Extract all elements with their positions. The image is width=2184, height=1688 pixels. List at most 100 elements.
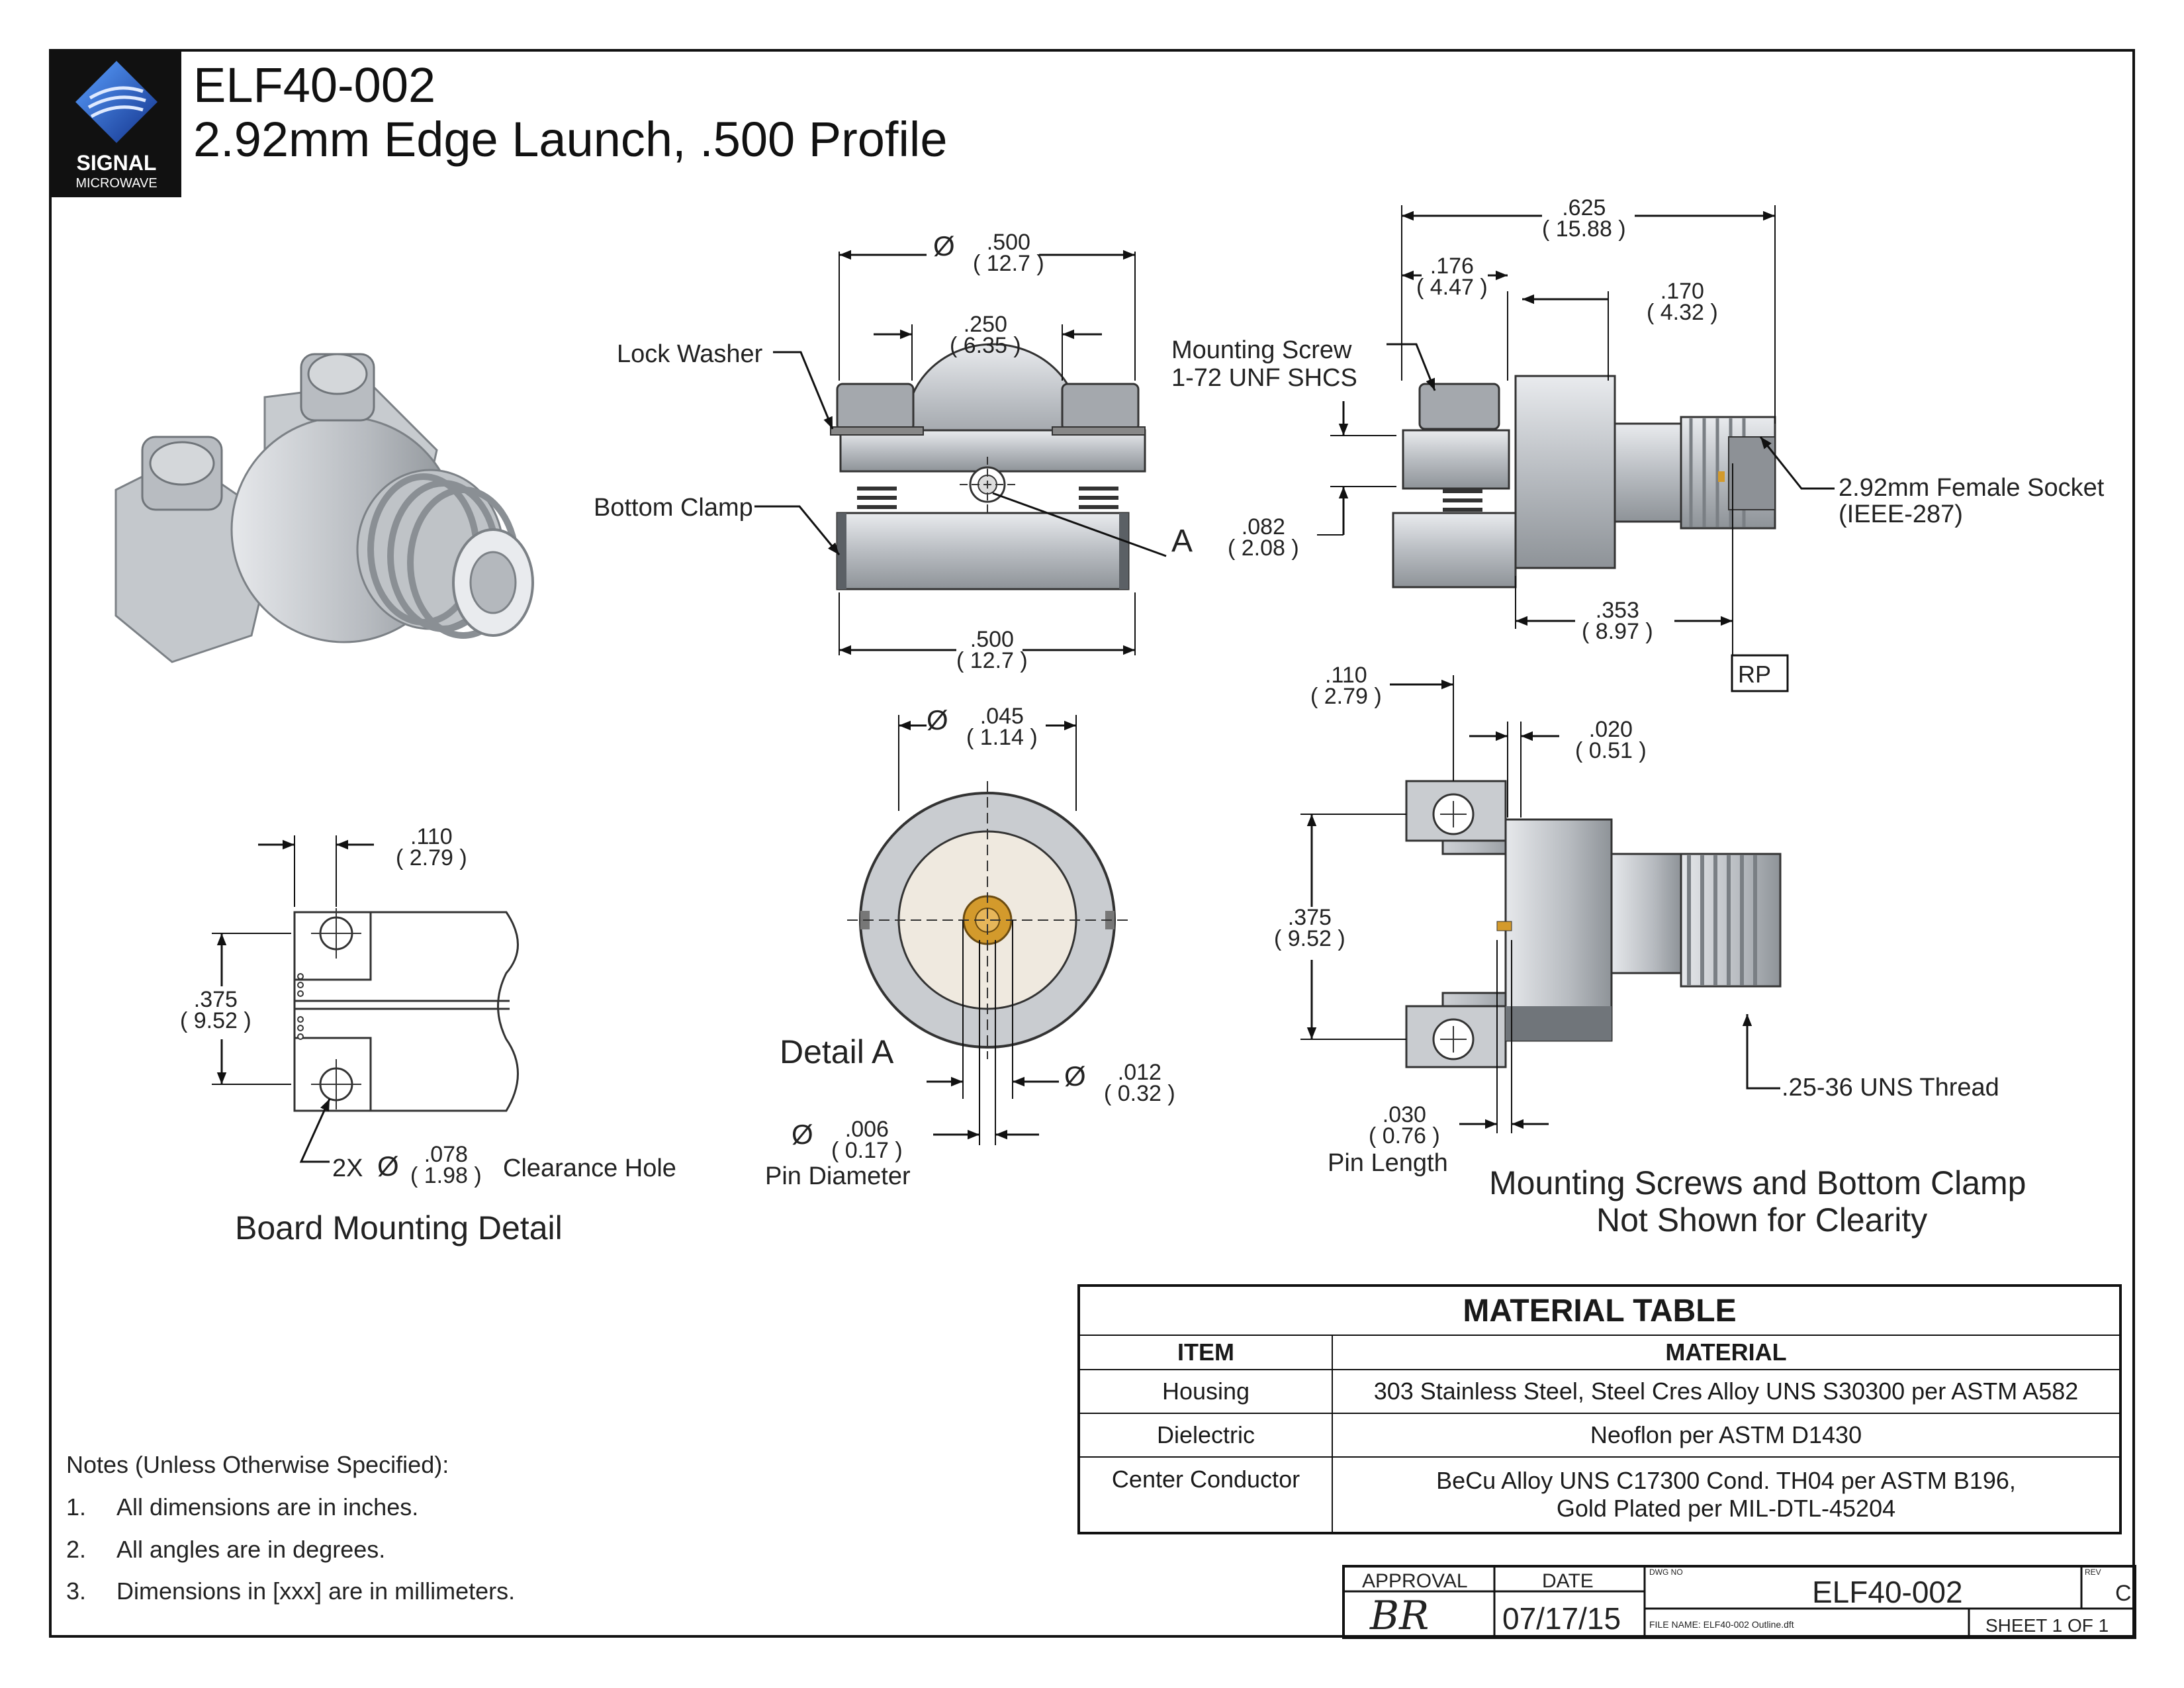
dim-clamp-gap: .082 ( 2.08 ) [1228, 516, 1299, 559]
dim-bottom-width-in: .500 [970, 627, 1014, 652]
dim-step-mm: ( 0.51 ) [1575, 738, 1647, 763]
female-socket-standard: (IEEE-287) [1839, 500, 1963, 528]
notes-heading: Notes (Unless Otherwise Specified): [66, 1451, 449, 1478]
board-mounting-view [212, 835, 519, 1163]
mounting-screw-label: Mounting Screw [1171, 336, 1352, 364]
material-table: MATERIAL TABLE ITEM MATERIAL Housing 303… [1077, 1284, 2122, 1534]
dim-thread-length: .170 ( 4.32 ) [1647, 280, 1718, 325]
dim-flange-offset-in: .110 [1325, 663, 1367, 688]
dim-board-hole-spacing-mm: ( 9.52 ) [180, 1008, 251, 1033]
dim-pin-tip-diameter: Ø .012 ( 0.32 ) [1064, 1060, 1175, 1106]
file-name: FILE NAME: ELF40-002 Outline.dft [1649, 1619, 1794, 1630]
dim-pin-diameter-mm: ( 0.17 ) [831, 1138, 903, 1163]
dim-flange-hole-spacing-in: .375 [1287, 905, 1332, 930]
top-view [1300, 675, 1782, 1133]
dim-step: .020 ( 0.51 ) [1575, 717, 1647, 763]
dim-top-diameter: Ø .500 ( 12.7 ) [933, 230, 1044, 276]
material-item-cell: Dielectric [1078, 1413, 1333, 1458]
note-number: 3. [66, 1577, 87, 1605]
logo-word-signal: SIGNAL [76, 151, 157, 175]
front-view [754, 250, 1167, 655]
mounting-screw-spec: 1-72 UNF SHCS [1171, 364, 1357, 392]
material-item-cell: Housing [1078, 1369, 1333, 1414]
dim-board-hole-diameter-mm: ( 1.98 ) [410, 1163, 482, 1188]
dim-pin-tip-diameter-in: .012 [1117, 1060, 1161, 1085]
part-description-title: 2.92mm Edge Launch, .500 Profile [193, 112, 948, 167]
dim-overall-length-in: .625 [1562, 195, 1606, 220]
dim-screw-spacing: .250 ( 6.35 ) [950, 312, 1021, 358]
dim-step-in: .020 [1588, 717, 1633, 742]
dim-screw-spacing-in: .250 [963, 312, 1007, 337]
dim-board-hole-diameter-in: .078 [424, 1142, 468, 1167]
title-block [1342, 1565, 2136, 1639]
dim-screw-offset: .176 ( 4.47 ) [1416, 254, 1488, 300]
dim-screw-offset-in: .176 [1430, 254, 1474, 279]
rev-value: C [2115, 1581, 2132, 1606]
diameter-symbol-icon: Ø [377, 1150, 399, 1182]
dim-screw-offset-mm: ( 4.47 ) [1416, 275, 1488, 300]
lock-washer-label: Lock Washer [617, 340, 763, 368]
dim-top-diameter-mm: ( 12.7 ) [973, 251, 1044, 276]
pin-length-label: Pin Length [1328, 1149, 1448, 1177]
dim-pin-tip-diameter-mm: ( 0.32 ) [1104, 1081, 1175, 1106]
dim-pin-diameter-in: .006 [844, 1117, 889, 1142]
sheet-number: SHEET 1 OF 1 [1985, 1615, 2109, 1636]
material-value-cell: BeCu Alloy UNS C17300 Cond. TH04 per AST… [1332, 1456, 2121, 1534]
dim-pin-length: .030 ( 0.76 ) [1369, 1102, 1440, 1149]
pin-diameter-label: Pin Diameter [765, 1162, 911, 1190]
dim-clamp-gap-mm: ( 2.08 ) [1228, 536, 1299, 561]
dim-bottom-width-mm: ( 12.7 ) [956, 648, 1028, 673]
thread-spec-label: .25-36 UNS Thread [1782, 1074, 1999, 1102]
dim-board-hole-diameter: .078 ( 1.98 ) [410, 1142, 482, 1188]
note-text: Dimensions in [xxx] are in millimeters. [116, 1577, 516, 1605]
note-number: 2. [66, 1536, 87, 1563]
signal-microwave-logo: SIGNAL MICROWAVE [52, 52, 181, 197]
approval-label: APPROVAL [1362, 1570, 1468, 1592]
clearance-hole-label: Clearance Hole [503, 1154, 676, 1182]
dim-board-hole-offset-in: .110 [410, 824, 453, 849]
dim-flange-hole-spacing: .375 ( 9.52 ) [1274, 905, 1345, 951]
board-detail-caption: Board Mounting Detail [235, 1209, 563, 1246]
dim-dielectric-diameter-mm: ( 1.14 ) [966, 725, 1038, 750]
rp-reference-box: RP [1738, 661, 1772, 688]
top-view-caption-line2: Not Shown for Clearity [1596, 1201, 1928, 1239]
dwg-number: ELF40-002 [1812, 1575, 1963, 1609]
material-table-header-item: ITEM [1078, 1335, 1333, 1370]
side-view [1317, 205, 1835, 692]
dim-screw-spacing-mm: ( 6.35 ) [950, 333, 1021, 358]
detail-a-caption: Detail A [780, 1033, 894, 1070]
dim-flange-offset-mm: ( 2.79 ) [1310, 684, 1382, 709]
dim-pin-diameter: Ø .006 ( 0.17 ) [792, 1117, 903, 1163]
note-text: All angles are in degrees. [116, 1536, 386, 1563]
logo-emblem-icon [75, 61, 158, 143]
dim-pin-length-mm: ( 0.76 ) [1369, 1123, 1440, 1149]
dim-bottom-width: .500 ( 12.7 ) [956, 627, 1028, 673]
dim-flange-offset: .110 ( 2.79 ) [1310, 663, 1382, 709]
approval-signature: BR [1370, 1593, 1430, 1639]
dim-overall-length: .625 ( 15.88 ) [1542, 197, 1626, 240]
detail-a-callout: A [1171, 524, 1193, 559]
dim-rp-length-in: .353 [1595, 598, 1639, 623]
top-view-caption-line1: Mounting Screws and Bottom Clamp [1489, 1164, 2026, 1201]
drawing-date: 07/17/15 [1502, 1601, 1621, 1636]
table-row: Center Conductor BeCu Alloy UNS C17300 C… [1078, 1456, 2121, 1534]
drawing-border [49, 49, 2135, 1638]
dim-pin-length-in: .030 [1382, 1102, 1426, 1127]
dim-dielectric-diameter: Ø .045 ( 1.14 ) [927, 704, 1038, 750]
dim-board-hole-offset: .110 ( 2.79 ) [396, 824, 467, 869]
dim-clamp-gap-in: .082 [1241, 514, 1285, 539]
logo-word-microwave: MICROWAVE [75, 176, 158, 191]
material-value-line2: Gold Plated per MIL-DTL-45204 [1556, 1495, 1896, 1522]
date-label: DATE [1542, 1570, 1594, 1592]
dim-overall-length-mm: ( 15.88 ) [1542, 216, 1626, 242]
table-row: Housing 303 Stainless Steel, Steel Cres … [1078, 1369, 2121, 1414]
isometric-view [114, 353, 534, 663]
note-number: 1. [66, 1493, 87, 1521]
dim-flange-hole-spacing-mm: ( 9.52 ) [1274, 926, 1345, 951]
dim-rp-length-mm: ( 8.97 ) [1582, 619, 1653, 644]
material-value-cell: Neoflon per ASTM D1430 [1332, 1413, 2121, 1458]
detail-a-view [847, 715, 1128, 1145]
dim-thread-length-mm: ( 4.32 ) [1647, 300, 1718, 325]
rev-label: REV [2085, 1568, 2101, 1577]
